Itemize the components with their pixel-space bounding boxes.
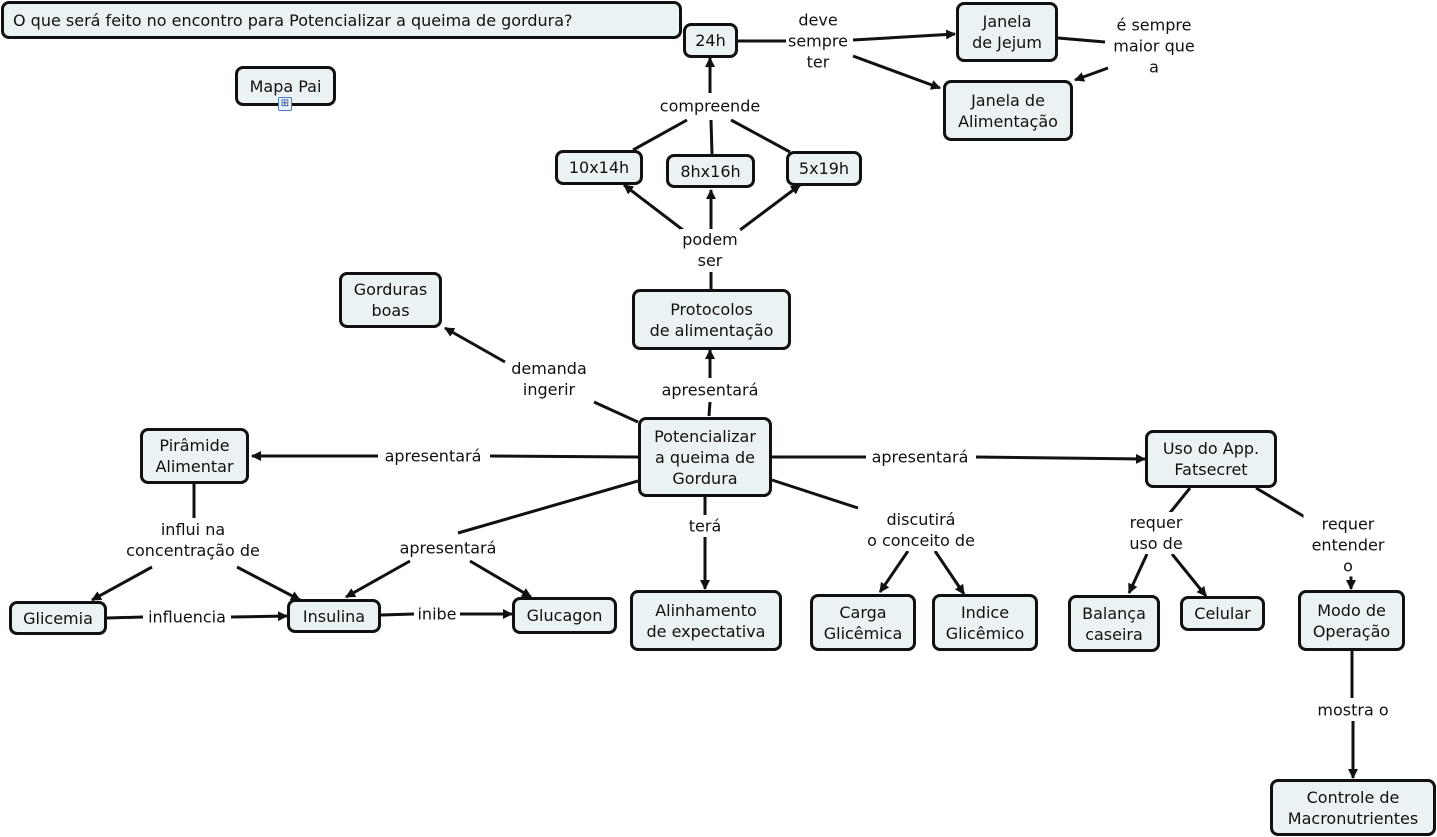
node-insulina[interactable]: Insulina — [287, 599, 381, 633]
node-24h[interactable]: 24h — [683, 23, 738, 58]
edge — [878, 550, 910, 593]
link-deve-sempre-ter[interactable]: deve sempre ter — [786, 9, 850, 73]
node-gorduras-boas[interactable]: Gorduras boas — [339, 272, 442, 328]
node-central-potencializar[interactable]: Potencializar a queima de Gordura — [638, 417, 772, 497]
node-glucagon[interactable]: Glucagon — [512, 597, 617, 634]
edge — [230, 611, 288, 622]
edge — [1074, 66, 1109, 82]
node-10x14h[interactable]: 10x14h — [555, 150, 643, 185]
edge — [933, 550, 966, 595]
edge — [632, 118, 688, 152]
node-balanca[interactable]: Balança caseira — [1068, 595, 1160, 652]
edge — [730, 118, 791, 154]
edge — [457, 479, 639, 535]
node-glicemia[interactable]: Glicemia — [9, 601, 107, 635]
edge — [1127, 553, 1149, 594]
edge — [739, 183, 801, 232]
edge — [106, 615, 144, 620]
node-piramide-alimentar[interactable]: Pirâmide Alimentar — [140, 428, 249, 484]
submap-icon[interactable]: ⊞ — [278, 97, 292, 111]
edge — [623, 183, 684, 232]
edge — [236, 565, 301, 602]
node-8hx16h[interactable]: 8hx16h — [666, 154, 755, 188]
node-janela-jejum[interactable]: Janela de Jejum — [956, 2, 1058, 62]
node-5x19h[interactable]: 5x19h — [786, 151, 862, 186]
edge — [707, 401, 712, 417]
link-influencia[interactable]: influencia — [146, 606, 228, 628]
edge — [1170, 553, 1208, 597]
link-discutira[interactable]: discutirá o conceito de — [865, 509, 977, 551]
edge — [852, 54, 941, 90]
link-apresentara-fatsecret[interactable]: apresentará — [869, 446, 971, 468]
edge — [771, 478, 859, 510]
node-indice-glicemico[interactable]: Indice Glicêmico — [932, 594, 1038, 651]
link-compreende[interactable]: compreende — [657, 95, 763, 117]
link-apresentara-hormonios[interactable]: apresentará — [397, 537, 499, 559]
node-carga-glicemica[interactable]: Carga Glicêmica — [810, 594, 916, 651]
node-alinhamento[interactable]: Alinhamento de expectativa — [630, 590, 782, 651]
node-protocolos[interactable]: Protocolos de alimentação — [632, 289, 791, 350]
node-janela-alimentacao[interactable]: Janela de Alimentação — [943, 80, 1073, 141]
edge — [709, 119, 714, 155]
link-requer-entender[interactable]: requer entender o — [1303, 513, 1393, 577]
link-requer-uso-de[interactable]: requer uso de — [1127, 512, 1185, 554]
focus-question: O que será feito no encontro para Potenc… — [1, 1, 682, 39]
link-e-sempre-maior[interactable]: é sempre maior que a — [1111, 14, 1197, 78]
edge — [593, 400, 639, 424]
node-fatsecret[interactable]: Uso do App. Fatsecret — [1145, 430, 1277, 488]
edge — [975, 453, 1146, 464]
link-mostra-o[interactable]: mostra o — [1315, 699, 1391, 721]
node-controle-macronutrientes[interactable]: Controle de Macronutrientes — [1270, 779, 1436, 836]
node-modo-operacao[interactable]: Modo de Operação — [1298, 590, 1405, 651]
edge — [489, 454, 639, 459]
edge — [91, 565, 153, 602]
link-apresentara-piramide[interactable]: apresentará — [382, 445, 484, 467]
edge — [444, 326, 506, 364]
edge — [380, 612, 415, 617]
edge — [469, 559, 532, 599]
link-podem-ser[interactable]: podem ser — [680, 229, 740, 271]
link-demanda-ingerir[interactable]: demanda ingerir — [509, 358, 589, 400]
link-influi-na-concentracao[interactable]: influi na concentração de — [124, 519, 262, 561]
link-tera[interactable]: terá — [686, 515, 724, 537]
edge — [1057, 36, 1106, 44]
edge — [345, 559, 411, 599]
link-apresentara-protocolos[interactable]: apresentará — [659, 379, 761, 401]
node-celular[interactable]: Celular — [1180, 596, 1265, 631]
link-inibe[interactable]: inibe — [415, 603, 459, 625]
edge — [1167, 487, 1192, 515]
edge — [852, 29, 956, 42]
